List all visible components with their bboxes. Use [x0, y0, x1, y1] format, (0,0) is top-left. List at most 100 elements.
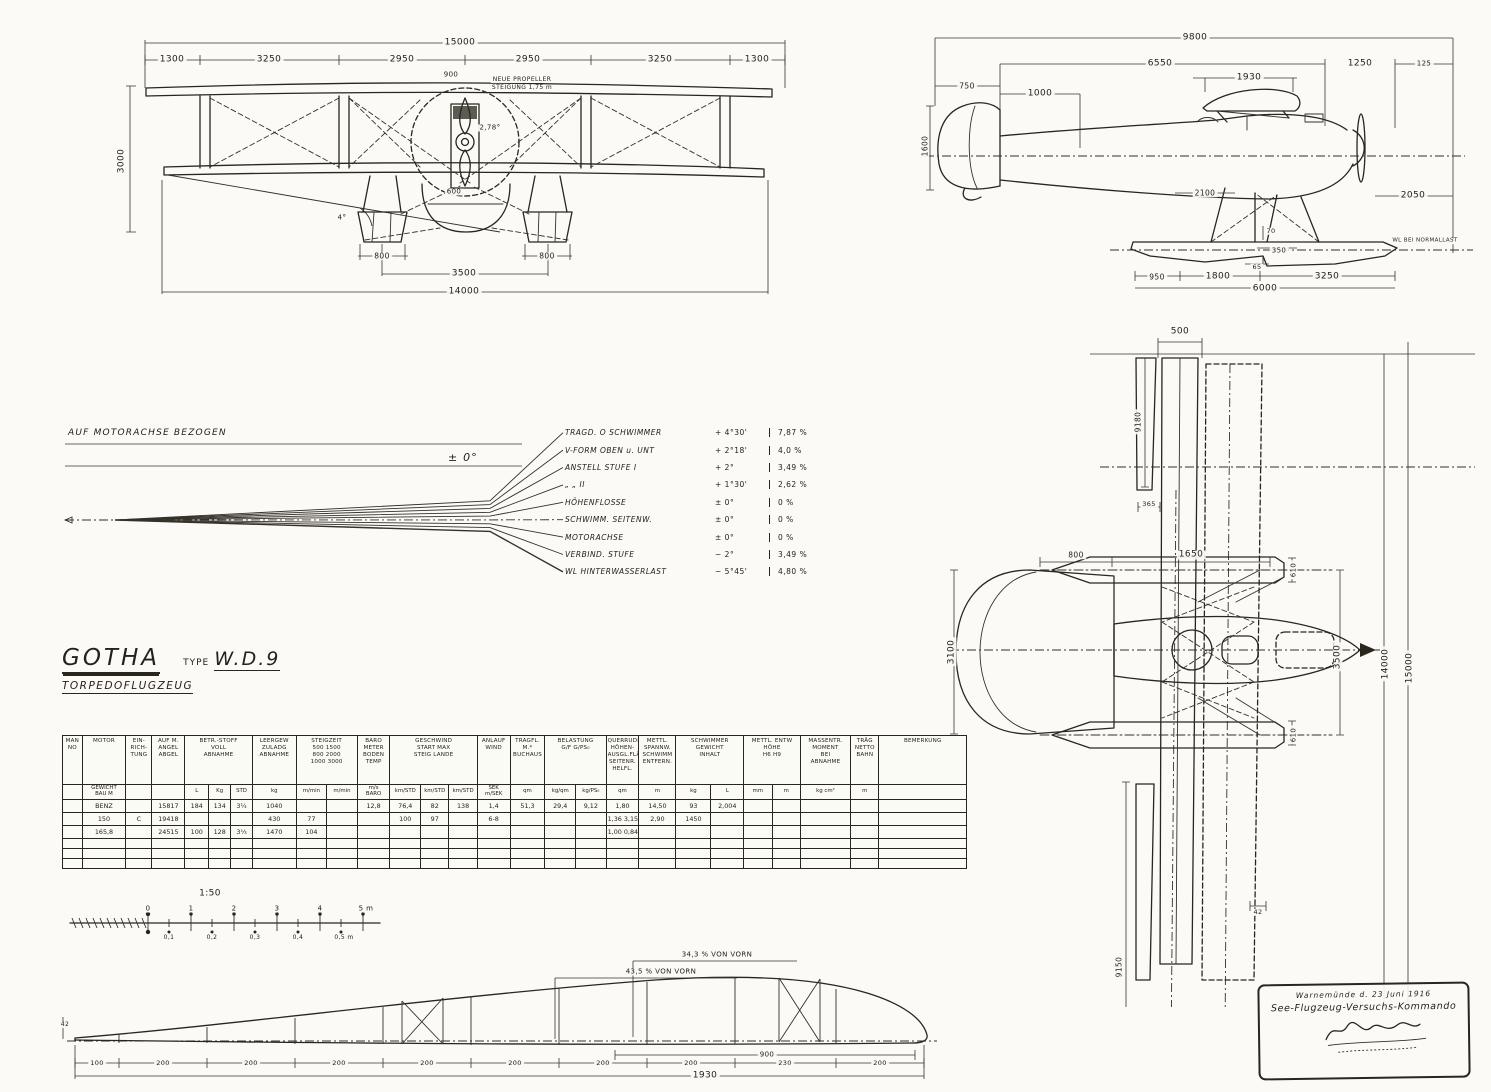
- dim-label: 1300: [157, 54, 187, 65]
- table-cell: [251, 838, 297, 849]
- table-cell: [850, 825, 880, 839]
- dim-label: 3250: [645, 54, 675, 65]
- table-cell: [326, 838, 358, 849]
- table-cell: [509, 812, 546, 826]
- table-cell: [575, 848, 607, 859]
- table-cell: [710, 825, 745, 839]
- table-cell: [476, 838, 511, 849]
- table-unit-header: kg: [675, 784, 712, 800]
- table-cell: 1470: [251, 825, 297, 839]
- table-cell: C: [125, 812, 153, 826]
- dim-label: 610: [1289, 725, 1298, 745]
- table-cell: 1,4: [476, 799, 511, 813]
- table-header-group: MOTOR: [81, 735, 127, 785]
- table-cell: [575, 825, 607, 839]
- table-cell: [62, 838, 83, 849]
- dim-label: 200: [871, 1058, 889, 1067]
- dim-label: 2050: [1398, 190, 1428, 201]
- table-cell: [575, 858, 607, 869]
- table-cell: 100: [389, 812, 422, 826]
- table-cell: [544, 848, 577, 859]
- table-cell: [62, 858, 83, 869]
- angle-row: ANSTELL STUFE I+ 2°3,49 %: [565, 459, 850, 476]
- table-cell: [509, 825, 546, 839]
- dim-label: 200: [330, 1058, 348, 1067]
- dim-label: 200: [418, 1058, 436, 1067]
- table-cell: [62, 799, 83, 813]
- table-cell: [544, 825, 577, 839]
- angle-row-label: TRAGD. O SCHWIMMER: [565, 428, 662, 438]
- dim-label: 1250: [1345, 58, 1375, 69]
- table-header-group: QUERRUDER HÖHEN- AUSGL.FLÄCHE SEITENR. H…: [605, 735, 640, 785]
- dim-label: 3250: [1312, 271, 1342, 282]
- dim-label: 800: [372, 251, 392, 261]
- table-cell: [125, 799, 153, 813]
- dim-label: 0,3: [247, 934, 263, 941]
- table-cell: 97: [420, 812, 450, 826]
- angle-row-label: „ „ II: [565, 480, 585, 490]
- table-cell: [743, 858, 773, 869]
- table-header-group: METTL. ENTW HÖHE H6 H9: [743, 735, 801, 785]
- table-cell: [420, 825, 450, 839]
- dim-label: 610: [1289, 560, 1298, 580]
- table-cell: 1450: [675, 812, 712, 826]
- dim-label: 6000: [1250, 283, 1280, 294]
- dim-label: 6550: [1145, 58, 1175, 69]
- table-cell: 19418: [151, 812, 186, 826]
- angle-row-label: VERBIND. STUFE: [565, 549, 635, 559]
- dim-label: 200: [506, 1058, 524, 1067]
- table-cell: [476, 825, 511, 839]
- table-cell: [743, 825, 773, 839]
- table-cell: [295, 858, 328, 869]
- dim-label: 350: [1269, 246, 1289, 255]
- table-unit-header: L: [710, 784, 745, 800]
- dim-label: 14000: [1380, 646, 1391, 682]
- table-header-group: ANLAUF WIND: [476, 735, 511, 785]
- table-cell: 150: [81, 812, 127, 826]
- dim-label: 15000: [1404, 650, 1415, 686]
- table-cell: [389, 838, 422, 849]
- angle-row-value: + 1°30': [715, 480, 748, 490]
- table-cell: [326, 799, 358, 813]
- dim-label: 2,78°: [477, 123, 503, 132]
- angle-row-label: ANSTELL STUFE I: [565, 462, 637, 472]
- table-unit-header: kg: [251, 784, 297, 800]
- table-cell: [710, 858, 745, 869]
- table-cell: [356, 825, 391, 839]
- table-cell: 1040: [251, 799, 297, 813]
- dim-label: 1930: [690, 1070, 720, 1081]
- table-cell: [125, 825, 153, 839]
- table-cell: [799, 825, 852, 839]
- angle-row: V-FORM OBEN u. UNT+ 2°18'4,0 %: [565, 441, 850, 458]
- table-cell: [208, 858, 232, 869]
- table-cell: 134: [208, 799, 232, 813]
- table-cell: 1,00 0,84: [605, 825, 640, 839]
- dim-label: 500: [1168, 326, 1192, 337]
- table-cell: [208, 812, 232, 826]
- table-cell: 430: [251, 812, 297, 826]
- table-unit-header: m: [638, 784, 677, 800]
- dim-label: 900: [757, 1050, 777, 1059]
- table-cell: [295, 799, 328, 813]
- dim-label: 1800: [1203, 271, 1233, 282]
- signature: [1268, 1012, 1459, 1059]
- table-cell: 82: [420, 799, 450, 813]
- table-cell: 104: [295, 825, 328, 839]
- table-unit-header: mm: [743, 784, 773, 800]
- table-cell: [230, 812, 253, 826]
- dim-label: 0: [143, 904, 153, 913]
- dim-label: 950: [1147, 272, 1167, 282]
- angle-row-value: + 2°18': [715, 445, 748, 455]
- table-cell: 12,8: [356, 799, 391, 813]
- dim-label: 900: [441, 70, 461, 79]
- table-cell: [575, 838, 607, 849]
- table-cell: [850, 838, 880, 849]
- table-unit-header: [125, 784, 153, 800]
- table-header-group: TRÄG NETTO BAHN: [850, 735, 880, 785]
- table-cell: [62, 848, 83, 859]
- dim-label: 65: [1250, 262, 1264, 271]
- table-unit-header: STD: [230, 784, 253, 800]
- table-cell: [389, 825, 422, 839]
